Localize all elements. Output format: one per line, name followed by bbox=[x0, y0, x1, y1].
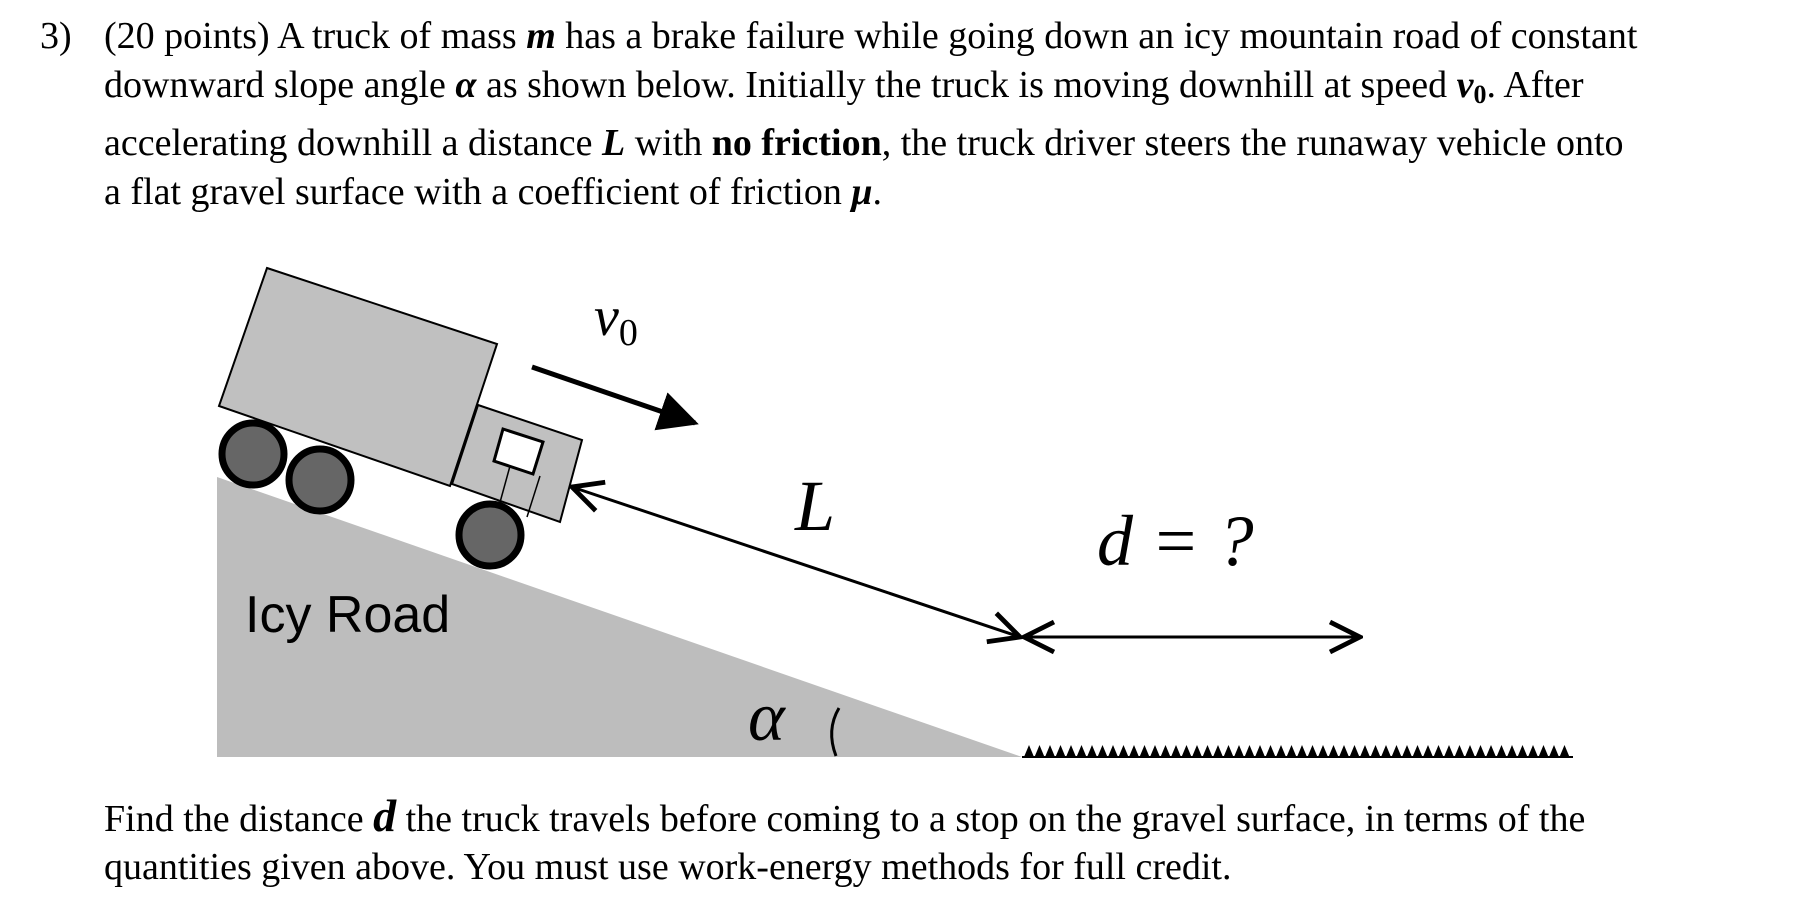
gravel-tooth bbox=[1034, 745, 1045, 757]
icy-road-label: Icy Road bbox=[245, 586, 450, 644]
text-segment: quantities given above. You must use wor… bbox=[104, 846, 1232, 888]
gravel-tooth bbox=[1559, 745, 1570, 757]
gravel-tooth bbox=[1055, 745, 1066, 757]
gravel-tooth bbox=[1181, 745, 1192, 757]
text-segment: Find the distance bbox=[104, 798, 374, 840]
gravel-tooth bbox=[1412, 745, 1423, 757]
gravel-tooth bbox=[1475, 745, 1486, 757]
gravel-tooth bbox=[1433, 745, 1444, 757]
gravel-tooth bbox=[1139, 745, 1150, 757]
length-label: L bbox=[794, 466, 835, 546]
truck-window bbox=[492, 427, 545, 476]
text-segment: with bbox=[625, 122, 712, 164]
var-mass: m bbox=[526, 15, 556, 57]
gravel-tooth bbox=[1349, 745, 1360, 757]
gravel-tooth bbox=[1213, 745, 1223, 757]
truck-cargo-box bbox=[217, 266, 499, 488]
gravel-tooth bbox=[1549, 745, 1559, 757]
gravel-tooth bbox=[1444, 745, 1454, 757]
text-segment: , the truck driver steers the runaway ve… bbox=[881, 122, 1624, 164]
truck bbox=[217, 266, 584, 570]
text-segment: accelerating downhill a distance bbox=[104, 122, 603, 164]
var-v0: v0 bbox=[1456, 64, 1487, 109]
var-v: v bbox=[1456, 64, 1474, 106]
gravel-tooth bbox=[1087, 745, 1097, 757]
truck-wheel-rear-1 bbox=[218, 419, 288, 489]
velocity-arrow bbox=[531, 364, 699, 431]
gravel-tooth bbox=[1192, 745, 1202, 757]
var-d: d bbox=[373, 790, 397, 841]
gravel-tooth bbox=[1286, 745, 1297, 757]
gravel-tooth bbox=[1307, 745, 1318, 757]
gravel-tooth bbox=[1097, 745, 1108, 757]
gravel-tooth bbox=[1538, 745, 1549, 757]
problem-text: (20 points) A truck of mass m has a brak… bbox=[104, 12, 1780, 217]
gravel-tooth bbox=[1255, 745, 1265, 757]
gravel-tooth bbox=[1486, 745, 1496, 757]
question-text: Find the distance d the truck travels be… bbox=[104, 792, 1784, 891]
var-mu: μ bbox=[851, 171, 873, 213]
var-alpha: α bbox=[455, 64, 477, 106]
gravel-tooth bbox=[1517, 745, 1528, 757]
distance-label: d = ? bbox=[1097, 501, 1254, 581]
gravel-tooth bbox=[1171, 745, 1181, 757]
gravel-tooth bbox=[1276, 745, 1286, 757]
gravel-tooth bbox=[1066, 745, 1076, 757]
gravel-tooth bbox=[1118, 745, 1129, 757]
var-v-subscript: 0 bbox=[1473, 80, 1487, 109]
gravel-tooth bbox=[1076, 745, 1087, 757]
gravel-tooth bbox=[1297, 745, 1307, 757]
gravel-tooth bbox=[1370, 745, 1381, 757]
gravel-tooth bbox=[1391, 745, 1402, 757]
gravel-tooth bbox=[1402, 745, 1412, 757]
gravel-tooth bbox=[1024, 745, 1034, 757]
gravel-tooth bbox=[1223, 745, 1234, 757]
problem-number: 3) bbox=[40, 15, 72, 57]
gravel-tooth bbox=[1108, 745, 1118, 757]
angle-label: α bbox=[748, 679, 786, 756]
text-segment: (20 points) A truck of mass bbox=[104, 15, 527, 57]
gravel-tooth bbox=[1202, 745, 1213, 757]
var-L: L bbox=[602, 122, 626, 164]
text-segment: . After bbox=[1486, 64, 1584, 106]
gravel-tooth bbox=[1045, 745, 1055, 757]
text-segment: as shown below. Initially the truck is m… bbox=[476, 64, 1457, 106]
text-segment: has a brake failure while going down an … bbox=[555, 15, 1638, 57]
no-friction-emphasis: no friction bbox=[711, 122, 882, 164]
truck-wheel-rear-2 bbox=[285, 445, 355, 515]
truck-wheel-front bbox=[455, 500, 525, 570]
gravel-tooth bbox=[1244, 745, 1255, 757]
truck-door-line bbox=[526, 475, 541, 518]
angle-arc bbox=[830, 707, 841, 757]
velocity-label: v0 bbox=[594, 286, 638, 354]
gravel-tooth bbox=[1318, 745, 1328, 757]
truck-door-line bbox=[498, 465, 511, 507]
length-dimension-arrow bbox=[572, 487, 1020, 637]
gravel-tooth bbox=[1454, 745, 1465, 757]
gravel-tooth bbox=[1150, 745, 1160, 757]
gravel-tooth bbox=[1496, 745, 1507, 757]
gravel-tooth bbox=[1129, 745, 1139, 757]
text-segment: . bbox=[872, 171, 882, 213]
gravel-tooth bbox=[1381, 745, 1391, 757]
text-segment: the truck travels before coming to a sto… bbox=[396, 798, 1586, 840]
gravel-tooth bbox=[1360, 745, 1370, 757]
gravel-tooth bbox=[1465, 745, 1475, 757]
gravel-surface bbox=[1024, 745, 1570, 757]
gravel-tooth bbox=[1507, 745, 1517, 757]
text-segment: downward slope angle bbox=[104, 64, 456, 106]
text-segment: a flat gravel surface with a coefficient… bbox=[104, 171, 852, 213]
gravel-tooth bbox=[1160, 745, 1171, 757]
gravel-tooth bbox=[1265, 745, 1276, 757]
gravel-tooth bbox=[1423, 745, 1433, 757]
gravel-tooth bbox=[1328, 745, 1339, 757]
gravel-tooth bbox=[1339, 745, 1349, 757]
gravel-tooth bbox=[1234, 745, 1244, 757]
gravel-tooth bbox=[1528, 745, 1538, 757]
